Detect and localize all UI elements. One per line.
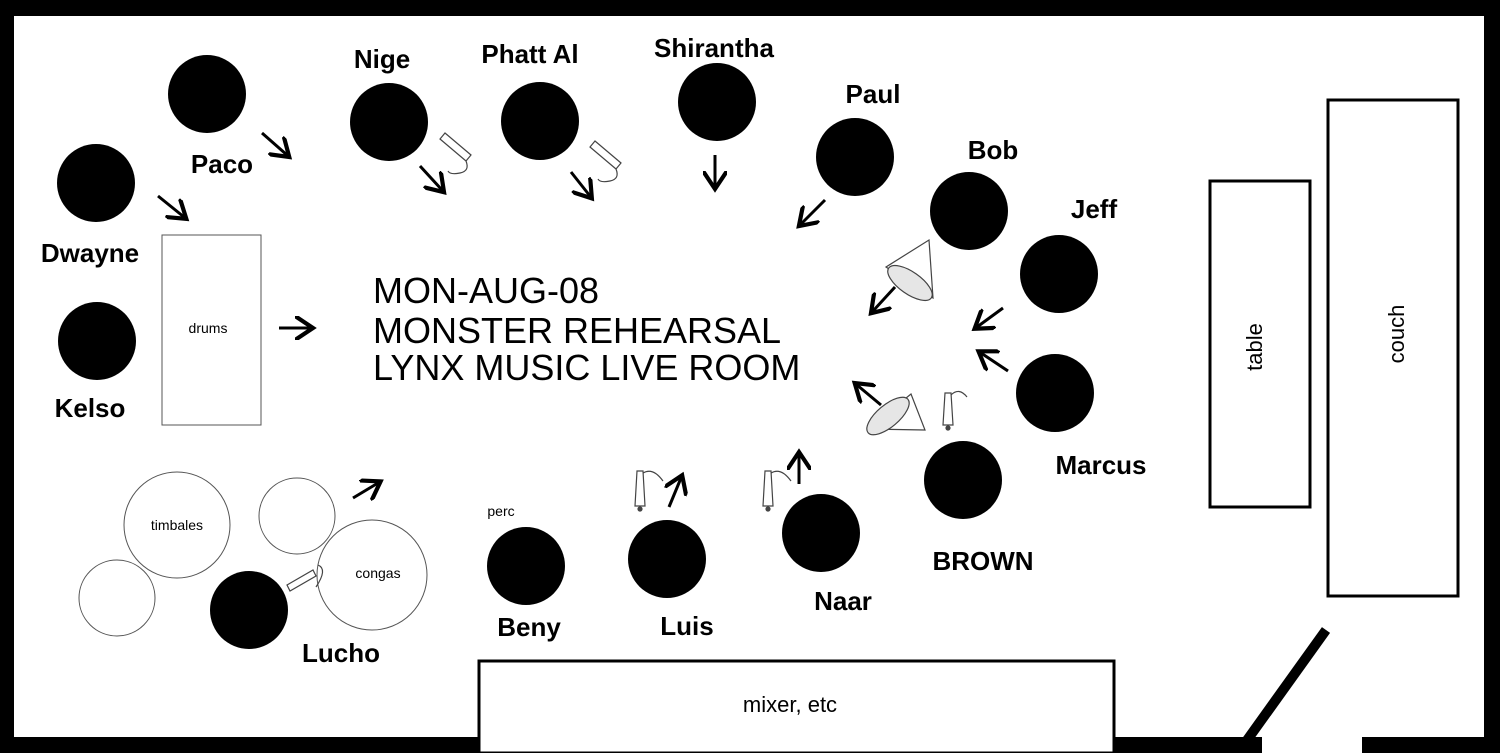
microphone-icon	[286, 564, 324, 592]
name-kelso: Kelso	[55, 393, 126, 423]
congas-label: congas	[355, 565, 400, 581]
musician-positions	[57, 55, 1098, 649]
percussion-drum	[258, 477, 336, 555]
name-marcus: Marcus	[1055, 450, 1146, 480]
monitor-speaker-icon	[866, 393, 926, 436]
name-beny: Beny	[497, 612, 561, 642]
timbales-label: timbales	[151, 517, 203, 533]
person-marcus	[1016, 354, 1094, 432]
name-brown: BROWN	[932, 546, 1033, 576]
table-label: table	[1242, 323, 1267, 371]
musician-names: Paco Dwayne Kelso Nige Phatt Al Shiranth…	[41, 33, 1147, 668]
microphone-icon	[634, 470, 664, 512]
arrow-brown	[857, 385, 882, 407]
person-luis	[628, 520, 706, 598]
name-jeff: Jeff	[1071, 194, 1118, 224]
microphone-icon	[942, 390, 968, 431]
person-beny	[487, 527, 565, 605]
person-shirantha	[678, 63, 756, 141]
name-paco: Paco	[191, 149, 253, 179]
name-phatt-al: Phatt Al	[481, 39, 578, 69]
event-title: MON-AUG-08 MONSTER REHEARSAL LYNX MUSIC …	[373, 270, 800, 388]
arrow-jeff	[977, 306, 1004, 327]
microphone-icon	[589, 140, 622, 183]
arrow-bob	[873, 285, 897, 311]
microphone-icon	[439, 132, 472, 175]
arrow-phatt-al	[569, 171, 590, 196]
person-paul	[816, 118, 894, 196]
name-naar: Naar	[814, 586, 872, 616]
name-dwayne: Dwayne	[41, 238, 139, 268]
drum-kit	[161, 234, 262, 426]
name-bob: Bob	[968, 135, 1019, 165]
person-dwayne	[57, 144, 135, 222]
title-venue: LYNX MUSIC LIVE ROOM	[373, 347, 800, 388]
table	[1208, 179, 1312, 509]
percussion-setup	[78, 471, 428, 637]
monitor-speakers	[866, 238, 934, 436]
microphone-icon	[762, 470, 792, 512]
name-paul: Paul	[846, 79, 901, 109]
person-lucho	[210, 571, 288, 649]
arrow-paco	[261, 131, 287, 155]
person-paco	[168, 55, 246, 133]
timbale-drum	[123, 471, 231, 579]
name-luis: Luis	[660, 611, 713, 641]
arrow-nige	[418, 164, 442, 190]
person-bob	[930, 172, 1008, 250]
title-date: MON-AUG-08	[373, 270, 599, 311]
conga-drum	[316, 519, 428, 631]
name-nige: Nige	[354, 44, 410, 74]
couch-label: couch	[1384, 305, 1409, 364]
mixer-label: mixer, etc	[743, 692, 837, 717]
arrow-luis	[669, 478, 681, 508]
person-phatt-al	[501, 82, 579, 160]
arrow-dwayne	[157, 194, 184, 217]
mixer-desk	[477, 659, 1116, 753]
monitor-speaker-icon	[884, 238, 934, 302]
arrow-lucho	[352, 483, 378, 498]
person-kelso	[58, 302, 136, 380]
timbale-drum-small	[78, 559, 156, 637]
door-swing	[1240, 627, 1331, 746]
person-naar	[782, 494, 860, 572]
drums-label: drums	[189, 320, 228, 336]
couch	[1326, 98, 1460, 598]
person-jeff	[1020, 235, 1098, 313]
facing-arrows	[157, 131, 1009, 508]
name-shirantha: Shirantha	[654, 33, 774, 63]
title-event: MONSTER REHEARSAL	[373, 310, 781, 351]
name-lucho: Lucho	[302, 638, 380, 668]
person-nige	[350, 83, 428, 161]
person-brown	[924, 441, 1002, 519]
arrow-paul	[801, 198, 827, 224]
arrow-marcus	[981, 353, 1009, 373]
microphones	[286, 132, 968, 592]
perc-label: perc	[487, 503, 514, 519]
